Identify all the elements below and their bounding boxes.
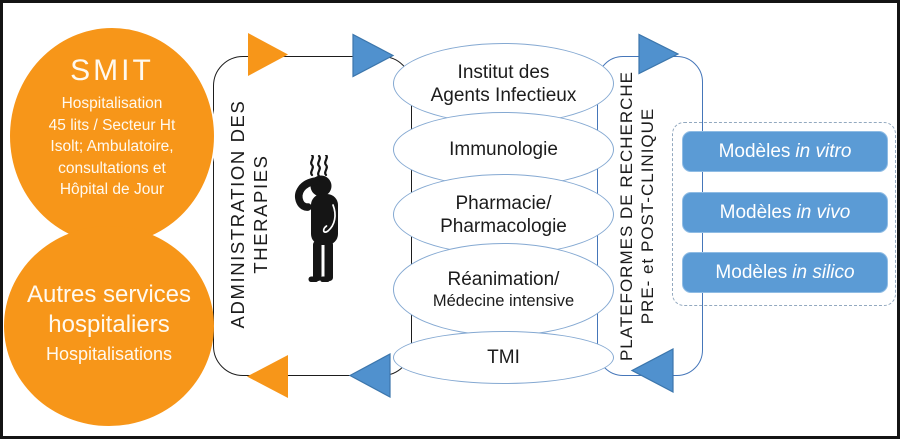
- administration-label: ADMINISTRATION DES THERAPIES: [226, 64, 272, 364]
- platforms-label-line: PRE- et POST-CLINIQUE: [638, 107, 657, 325]
- model-label-prefix: Modèles: [715, 261, 788, 283]
- hanging-arm-outline: [322, 204, 336, 233]
- ellipse-label-line: Médecine intensive: [432, 291, 575, 310]
- smit-line: 45 lits / Secteur Ht: [48, 116, 176, 134]
- febrile-person-icon[interactable]: [292, 155, 348, 285]
- ellipse-label-line: Institut des: [457, 61, 550, 83]
- model-label-prefix: Modèles: [718, 140, 791, 162]
- smit-line: consultations et: [58, 159, 166, 177]
- heat-waves-icon: [310, 155, 328, 178]
- smit-line: Hospitalisation: [61, 95, 163, 112]
- ellipse-label-line: Réanimation/: [447, 268, 560, 290]
- smit-circle[interactable]: SMIT Hospitalisation 45 lits / Secteur H…: [8, 26, 216, 246]
- ellipse-label-line: Pharmacologie: [440, 215, 567, 237]
- ellipse-label-line: Pharmacie/: [455, 192, 552, 214]
- smit-description: Hospitalisation 45 lits / Secteur Ht Iso…: [49, 93, 176, 201]
- model-label-term: in vitro: [795, 140, 852, 162]
- autres-subtitle: Hospitalisations: [45, 344, 173, 364]
- autres-services-circle[interactable]: Autres services hospitaliers Hospitalisa…: [4, 226, 214, 426]
- administration-label-line: THERAPIES: [250, 154, 271, 274]
- ellipse-label-line: TMI: [487, 347, 520, 368]
- autres-title-line: hospitaliers: [48, 311, 170, 338]
- administration-label-line: ADMINISTRATION DES: [227, 99, 248, 329]
- model-in-vitro-node[interactable]: Modèles in vitro: [682, 131, 888, 172]
- ellipse-tmi[interactable]: TMI: [393, 331, 614, 384]
- model-in-silico-node[interactable]: Modèles in silico: [682, 252, 888, 293]
- ellipse-reanimation-medecine-intensive[interactable]: Réanimation/ Médecine intensive: [393, 243, 614, 336]
- model-label-prefix: Modèles: [719, 201, 792, 223]
- smit-line: Hôpital de Jour: [59, 181, 165, 198]
- person-silhouette: [295, 175, 338, 282]
- platforms-label: PLATEFORMES DE RECHERCHE PRE- et POST-CL…: [615, 56, 659, 376]
- models-group-box: [672, 122, 896, 306]
- ellipse-label-line: Immunologie: [449, 139, 558, 160]
- smit-title: SMIT: [70, 54, 154, 87]
- model-label-term: in vivo: [796, 201, 851, 223]
- model-label-term: in silico: [792, 261, 855, 283]
- smit-line: Isolt; Ambulatoire,: [50, 138, 174, 155]
- ellipse-label-line: Agents Infectieux: [430, 84, 577, 106]
- model-in-vivo-node[interactable]: Modèles in vivo: [682, 192, 888, 233]
- autres-title-line: Autres services: [26, 281, 192, 308]
- platforms-label-line: PLATEFORMES DE RECHERCHE: [616, 70, 636, 362]
